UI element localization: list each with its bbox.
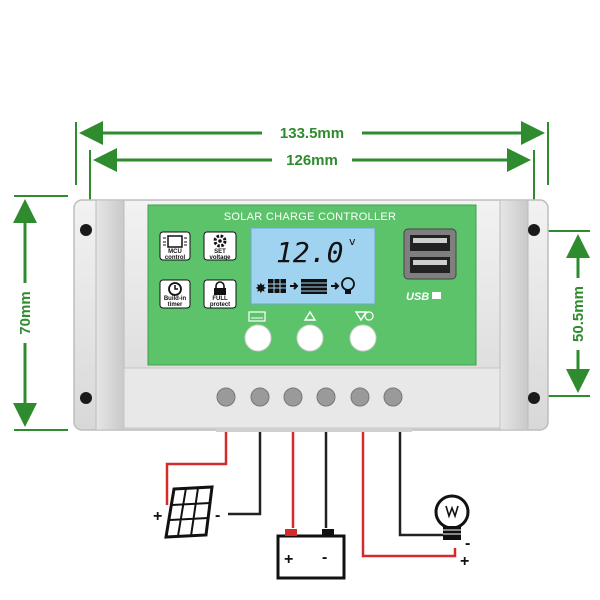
feature-label: SET (214, 249, 226, 255)
panel-title: SOLAR CHARGE CONTROLLER (224, 211, 397, 223)
front-panel: SOLAR CHARGE CONTROLLER MCU control SET … (147, 204, 477, 366)
svg-text:✸: ✸ (255, 281, 267, 297)
battery-minus-sign: - (322, 549, 327, 566)
light-bulb-icon (434, 494, 470, 540)
battery-plus-sign: + (284, 551, 293, 568)
hole-spacing-label: 50.5mm (570, 286, 587, 342)
feature-label: control (165, 255, 186, 261)
up-button[interactable] (296, 324, 324, 352)
lcd-display: 12.0 v ✸ (250, 227, 376, 305)
terminal-block (123, 367, 501, 432)
solar-negative-wire (228, 432, 262, 516)
terminal-screw (283, 387, 303, 407)
feature-label: MCU (168, 249, 182, 255)
gear-icon: SET voltage (203, 231, 237, 261)
load-negative-wire (398, 432, 446, 537)
lcd-unit: v (349, 235, 356, 248)
mount-hole (80, 224, 92, 236)
load-minus-sign: - (465, 535, 470, 552)
solar-minus-sign: - (215, 507, 220, 524)
mount-hole (80, 392, 92, 404)
clock-icon: Build-in timer (159, 279, 191, 309)
mount-hole (528, 392, 540, 404)
feature-label: voltage (209, 255, 231, 261)
lock-icon: FULL protect (203, 279, 237, 309)
solar-positive-wire (165, 432, 228, 505)
chip-icon: MCU control (159, 231, 191, 261)
inner-width-label: 126mm (286, 152, 338, 169)
lcd-flow-icons: ✸ (255, 277, 355, 297)
feature-label: Build-in (164, 296, 187, 302)
wiring (165, 432, 457, 558)
dimension-inner-width: 126mm (89, 148, 535, 205)
dimension-height: 70mm (13, 195, 68, 431)
usb-port (403, 228, 457, 280)
lcd-voltage: 12.0 (276, 236, 343, 269)
height-label: 70mm (17, 291, 34, 334)
terminal-screw (316, 387, 336, 407)
dimension-hole-spacing: 50.5mm (541, 230, 590, 397)
terminal-screw (383, 387, 403, 407)
dimension-outer-width: 133.5mm (75, 121, 549, 185)
solar-plus-sign: + (153, 508, 162, 525)
up-arrow-icon (303, 310, 317, 321)
menu-icon (248, 311, 266, 322)
usb-plug-icon (432, 292, 441, 299)
feature-label: timer (168, 302, 183, 308)
down-arrow-icon (354, 311, 374, 322)
feature-label: FULL (212, 296, 228, 302)
terminal-screw (350, 387, 370, 407)
down-button[interactable] (349, 324, 377, 352)
mount-hole (528, 224, 540, 236)
terminal-screw (216, 387, 236, 407)
load-plus-sign: + (460, 553, 469, 570)
usb-label: USB (406, 291, 429, 303)
menu-button[interactable] (244, 324, 272, 352)
feature-label: protect (210, 302, 230, 308)
battery-icon (276, 529, 346, 580)
load-positive-wire (361, 432, 457, 558)
outer-width-label: 133.5mm (280, 125, 344, 142)
terminal-screw (250, 387, 270, 407)
solar-panel-icon (164, 485, 214, 539)
